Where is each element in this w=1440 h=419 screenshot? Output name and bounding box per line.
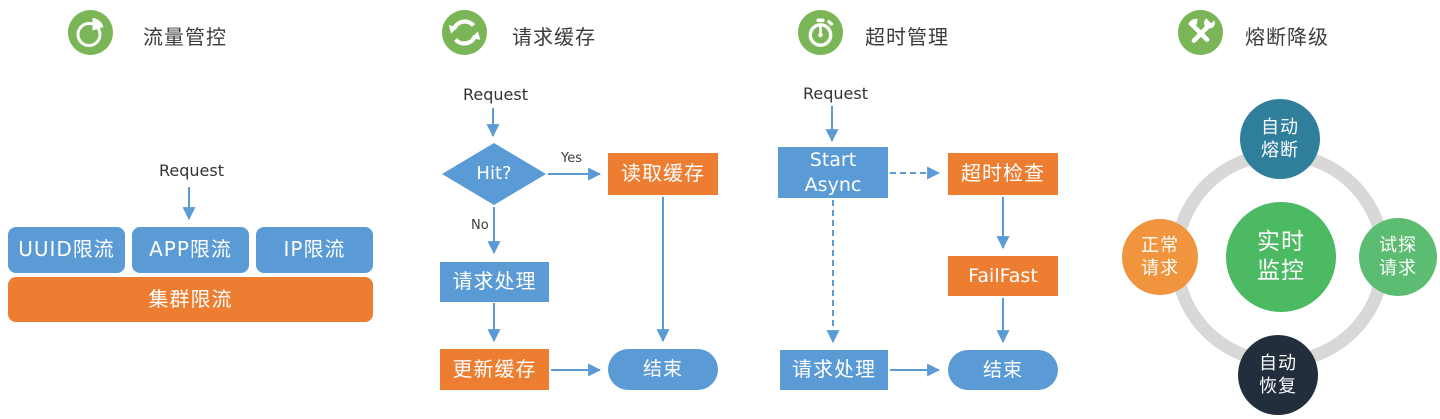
stopwatch-icon [798, 10, 843, 55]
circle-probe-request: 试探 请求 [1359, 218, 1437, 296]
node-ip-limit: IP限流 [256, 227, 373, 273]
label-no: No [471, 218, 489, 233]
section-title-cache: 请求缓存 [512, 25, 596, 49]
refresh-icon [442, 10, 487, 55]
label-yes: Yes [561, 151, 582, 166]
node-cluster-limit: 集群限流 [8, 277, 373, 322]
node-read-cache: 读取缓存 [608, 153, 718, 195]
node-app-limit: APP限流 [132, 227, 249, 273]
node-cache-process: 请求处理 [440, 262, 549, 302]
request-label-cache: Request [463, 85, 528, 104]
node-failfast: FailFast [948, 256, 1058, 296]
pie-chart-icon [68, 10, 113, 55]
circle-auto-break: 自动 熔断 [1240, 99, 1320, 179]
request-label-traffic: Request [159, 161, 224, 180]
circle-realtime-monitor: 实时 监控 [1226, 202, 1336, 312]
node-hit-decision: Hit? [442, 143, 546, 205]
node-update-cache: 更新缓存 [440, 349, 549, 390]
request-label-timeout: Request [803, 84, 868, 103]
node-timeout-check: 超时检查 [948, 153, 1058, 195]
node-timeout-end: 结束 [948, 350, 1058, 390]
tools-icon [1178, 10, 1223, 55]
section-title-traffic: 流量管控 [143, 25, 227, 49]
node-start-async: Start Async [778, 147, 888, 198]
circle-normal-request: 正常 请求 [1122, 219, 1198, 295]
section-title-circuit: 熔断降级 [1245, 25, 1329, 49]
node-cache-end: 结束 [608, 349, 718, 390]
section-title-timeout: 超时管理 [865, 25, 949, 49]
node-timeout-process: 请求处理 [780, 350, 888, 390]
circle-auto-recover: 自动 恢复 [1238, 335, 1318, 415]
node-uuid-limit: UUID限流 [8, 227, 125, 273]
